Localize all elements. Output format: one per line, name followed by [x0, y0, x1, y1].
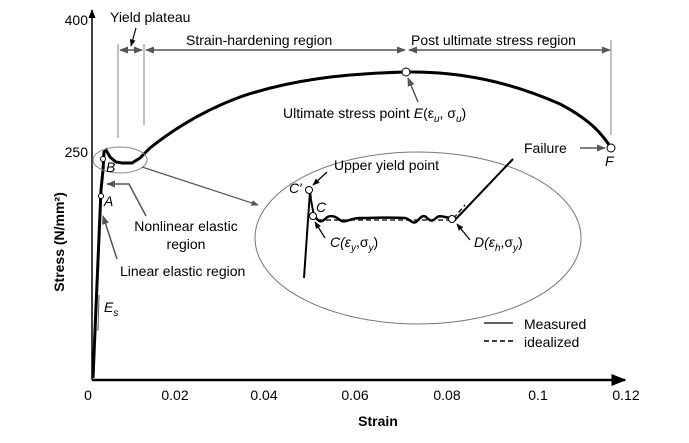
inset-ellipse	[254, 151, 582, 325]
nonlinear-pointer	[106, 180, 147, 217]
linear-elastic-label: Linear elastic region	[120, 263, 245, 279]
y-axis-title: Stress (N/mm²)	[51, 192, 67, 292]
x-tick: 0.02	[161, 387, 188, 403]
upper-yield-label: Upper yield point	[334, 157, 439, 173]
c-pointer	[314, 221, 326, 239]
x-tick: 0	[84, 387, 92, 403]
upper-yield-pointer	[312, 171, 328, 186]
nonlinear-label-1: Nonlinear elastic	[134, 218, 238, 234]
linear-pointer	[102, 215, 118, 260]
inset-idealized-plateau	[318, 204, 466, 221]
point-C-label: C	[316, 199, 327, 215]
measured-curve	[91, 70, 613, 379]
x-tick: 0.1	[528, 387, 548, 403]
x-axis-title: Strain	[358, 413, 398, 429]
point-B-marker	[100, 156, 106, 162]
point-A-label: A	[103, 193, 113, 209]
axes	[88, 9, 627, 386]
point-A-marker	[98, 193, 104, 199]
d-coords-label: D(εh,σy)	[474, 234, 523, 254]
point-F-label: F	[605, 153, 615, 169]
inset-measured-plateau	[313, 214, 453, 224]
point-B-label: B	[106, 159, 115, 175]
ellipse-connector	[141, 166, 259, 206]
point-Cprime-marker	[305, 186, 313, 194]
legend-measured-label: Measured	[524, 316, 586, 332]
c-coords-label: C(εy,σy)	[330, 234, 378, 254]
failure-label: Failure	[524, 140, 567, 156]
d-pointer	[456, 223, 471, 241]
point-C-marker	[309, 212, 317, 220]
legend-idealized-label: idealized	[524, 334, 579, 350]
inset-hardening	[453, 158, 514, 222]
x-tick: 0.08	[433, 387, 460, 403]
y-tick-250: 250	[65, 144, 89, 160]
yield-plateau-label: Yield plateau	[110, 9, 190, 25]
inset-drop	[309, 190, 315, 217]
point-D-marker	[448, 215, 456, 223]
x-tick: 0.12	[612, 387, 639, 403]
point-F-marker	[606, 143, 616, 153]
yield-zoom-ellipse	[92, 146, 148, 174]
legend: Measured idealized	[484, 316, 586, 350]
ultimate-stress-label: Ultimate stress point E(εu, σu)	[283, 105, 466, 125]
point-E-marker	[401, 67, 411, 77]
x-tick: 0.04	[250, 387, 277, 403]
y-tick-labels: 400 250	[65, 12, 89, 160]
y-tick-400: 400	[65, 12, 89, 28]
x-tick: 0.06	[341, 387, 368, 403]
inset-elastic-line	[303, 190, 311, 279]
ultimate-pointer	[407, 77, 419, 103]
nonlinear-label-2: region	[167, 236, 206, 252]
region-markers	[117, 27, 612, 138]
x-tick-labels: 0 0.02 0.04 0.06 0.08 0.1 0.12	[84, 387, 640, 403]
post-ultimate-label: Post ultimate stress region	[411, 32, 576, 48]
strain-hardening-label: Strain-hardening region	[186, 32, 332, 48]
elastic-slope-marker	[96, 294, 100, 331]
yield-plateau-pointer	[129, 27, 137, 47]
es-label: Es	[104, 299, 118, 319]
point-Cprime-label: C′	[289, 180, 303, 196]
